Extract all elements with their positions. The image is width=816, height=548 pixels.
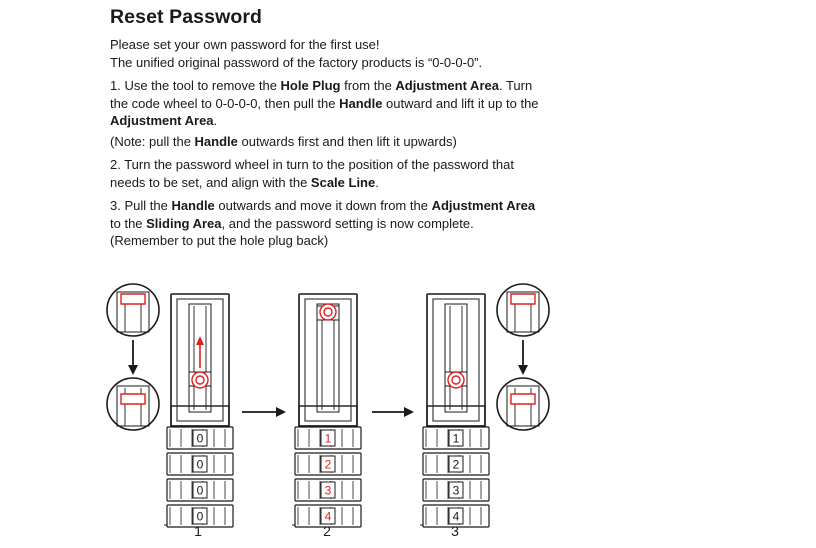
arrow-down-icon-head [128,365,138,375]
step3-digit-3: 3 [453,484,460,498]
step2-lock: 1 2 3 4 [292,293,362,528]
step1-slot [188,303,212,413]
step1-digit-window-1 [192,429,208,447]
callout-bottom-left-frame [116,385,150,427]
step1-digit-window-4 [192,507,208,525]
step2-hole-plug-outer [319,303,337,321]
step1-hole-plug-inner [195,375,205,385]
step2-digit-4: 4 [325,510,332,524]
step1-digit-4: 0 [197,510,204,524]
step3-digit-4: 4 [453,510,460,524]
step3-digit-window-2 [448,455,464,473]
step2-digit-2: 2 [325,458,332,472]
step3-wheel-3 [422,478,490,502]
step3-digit-2: 2 [453,458,460,472]
step1-digit-3: 0 [197,484,204,498]
step2-digit-3: 3 [325,484,332,498]
intro-line-1: Please set your own password for the fir… [110,37,380,52]
step3-digit-1: 1 [453,432,460,446]
step3-hole-plug-inner [451,375,461,385]
step2-digit-window-3 [320,481,336,499]
step3-body-inner [432,298,480,422]
step2-wheel-2 [294,452,362,476]
step3-line-3: (Remember to put the hole plug back) [110,233,329,248]
step1-wheel-1 [166,426,234,450]
arrow-right-icon-head [276,407,286,417]
step3-shoulder [426,405,486,427]
step-label-1: 1 [194,523,202,539]
step3-wheel-2 [422,452,490,476]
step2-shoulder [298,405,358,427]
step1-digit-window-3 [192,481,208,499]
callout-top-left-circle [106,283,160,337]
step2-digit-window-1 [320,429,336,447]
step1-digit-2: 0 [197,458,204,472]
lock-diagram-svg: 0 0 0 0 1 2 3 4 1 2 3 4 [106,283,550,528]
callout-top-left-frame [116,291,150,333]
callout-top-left-handle [120,293,146,305]
step2-hole-plug-inner [323,307,333,317]
step2-digit-window-4 [320,507,336,525]
step2-body-inner [304,298,352,422]
step1-line-1: 1. Use the tool to remove the Hole Plug … [110,78,533,93]
arrow-up-icon-head [196,336,204,345]
step3-hole-plug-outer [447,371,465,389]
step1-shoulder [170,405,230,427]
arrow-right-icon-head [404,407,414,417]
step1-wheel-3 [166,478,234,502]
intro-line-2: The unified original password of the fac… [110,54,483,70]
step1-hole-plug-outer [191,371,209,389]
step1-lock: 0 0 0 0 [164,293,234,528]
step1-line-3: Adjustment Area. [110,113,218,128]
step2-line-1: 2. Turn the password wheel in turn to th… [110,157,514,172]
step-label-3: 3 [451,523,459,539]
document-body: Reset Password Please set your own passw… [110,6,570,250]
step2-wheel-3 [294,478,362,502]
step2-wheel-4 [294,504,362,528]
step3-digit-window-4 [448,507,464,525]
step2-wheel-1 [294,426,362,450]
callout-bottom-right-handle [510,393,536,405]
step1-digit-1: 0 [197,432,204,446]
step-label-2: 2 [323,523,331,539]
step1-line-2: the code wheel to 0-0-0-0, then pull the… [110,95,539,111]
step3-slot [444,303,468,413]
callout-top-right-circle [496,283,550,337]
step2-digit-1: 1 [325,432,332,446]
step1-digit-window-2 [192,455,208,473]
step3-wheel-4 [422,504,490,528]
page-title: Reset Password [110,6,263,28]
step1-body-inner [176,298,224,422]
step2-digit-window-2 [320,455,336,473]
step3-digit-window-1 [448,429,464,447]
note-line: (Note: pull the Handle outwards first an… [110,133,457,149]
arrow-down-icon-head [518,365,528,375]
step3-line-1: 3. Pull the Handle outwards and move it … [110,198,536,213]
callout-top-right-frame [506,291,540,333]
step3-wheel-1 [422,426,490,450]
step1-wheel-2 [166,452,234,476]
step3-lock: 1 2 3 4 [420,293,490,528]
callout-top-right-handle [510,293,536,305]
step3-digit-window-3 [448,481,464,499]
callout-bottom-left-handle [120,393,146,405]
step2-line-2: needs to be set, and align with the Scal… [110,174,379,190]
step3-line-2: to the Sliding Area, and the password se… [110,215,474,231]
callout-bottom-right-frame [506,385,540,427]
step1-wheel-4 [166,504,234,528]
